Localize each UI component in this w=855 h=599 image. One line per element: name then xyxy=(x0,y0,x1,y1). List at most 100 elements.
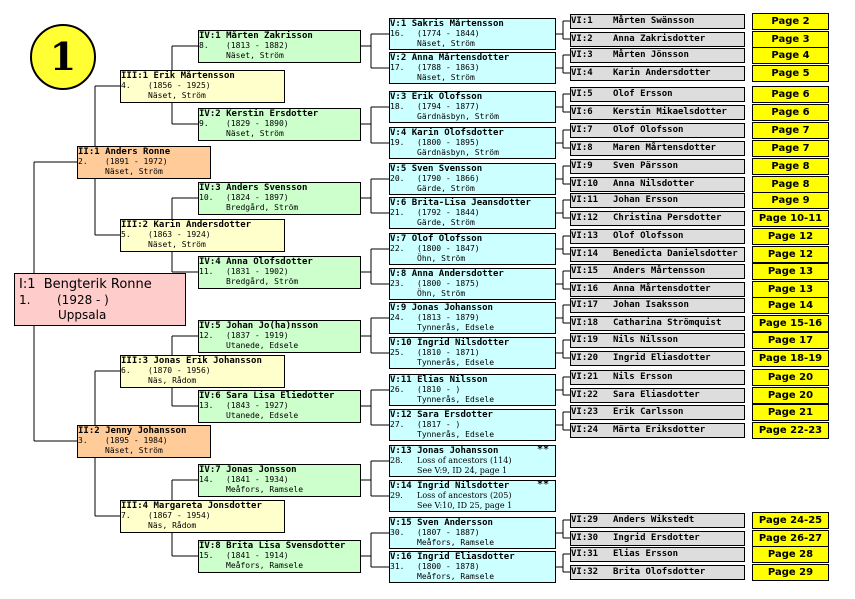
page-link-button[interactable]: Page 2 xyxy=(752,13,829,30)
person-dates: (1800 - 1875) xyxy=(417,279,480,288)
page-link-button[interactable]: Page 20 xyxy=(752,387,829,404)
person-name: Karin Andersdotter xyxy=(153,220,252,230)
page-link-button[interactable]: Page 13 xyxy=(752,263,829,280)
page-link-button[interactable]: Page 28 xyxy=(752,546,829,563)
person-name: Ingrid Eliasdotter xyxy=(417,552,515,562)
page-link-button[interactable]: Page 20 xyxy=(752,369,829,386)
person-id-line: 8.(1813 - 1882) xyxy=(199,41,360,51)
page-link-button[interactable]: Page 7 xyxy=(752,140,829,157)
person-title: IV:2 Kerstin Ersdotter xyxy=(199,109,360,119)
root-person-box[interactable]: I:1 Bengterik Ronne 1.(1928 - ) Uppsala xyxy=(14,273,186,326)
page-link-button[interactable]: Page 21 xyxy=(752,404,829,421)
person-dates: (1891 - 1972) xyxy=(105,157,168,166)
generation-label: IV:5 xyxy=(199,321,221,331)
person-id: 20. xyxy=(390,174,405,183)
page-link-button[interactable]: Page 26-27 xyxy=(752,530,829,547)
person-name: Ingrid Eliasdotter xyxy=(613,353,711,363)
generation-label: V:3 xyxy=(390,92,407,102)
page-link-button[interactable]: Page 10-11 xyxy=(752,210,829,227)
person-id: 30. xyxy=(390,528,405,537)
page-link-button[interactable]: Page 12 xyxy=(752,228,829,245)
page-link-button[interactable]: Page 18-19 xyxy=(752,350,829,367)
page-link-button[interactable]: Page 17 xyxy=(752,332,829,349)
page-link-button[interactable]: Page 8 xyxy=(752,176,829,193)
page-link-button[interactable]: Page 12 xyxy=(752,246,829,263)
page-link-button[interactable]: Page 14 xyxy=(752,297,829,314)
page-link-button[interactable]: Page 7 xyxy=(752,122,829,139)
person-dates: (1843 - 1927) xyxy=(226,401,289,410)
page-link-button[interactable]: Page 13 xyxy=(752,281,829,298)
page-link-button[interactable]: Page 5 xyxy=(752,65,829,82)
page-link-button[interactable]: Page 3 xyxy=(752,31,829,48)
page-link-button[interactable]: Page 6 xyxy=(752,104,829,121)
page-link-button[interactable]: Page 4 xyxy=(752,47,829,64)
page-link-button[interactable]: Page 22-23 xyxy=(752,422,829,439)
page-link-button[interactable]: Page 9 xyxy=(752,192,829,209)
page-link-button[interactable]: Page 29 xyxy=(752,564,829,581)
page-link-button[interactable]: Page 15-16 xyxy=(752,315,829,332)
page-link-button[interactable]: Page 24-25 xyxy=(752,512,829,529)
person-place: Utanede, Edsele xyxy=(226,341,299,350)
page-link-button[interactable]: Page 6 xyxy=(752,86,829,103)
page-link-button[interactable]: Page 8 xyxy=(752,158,829,175)
